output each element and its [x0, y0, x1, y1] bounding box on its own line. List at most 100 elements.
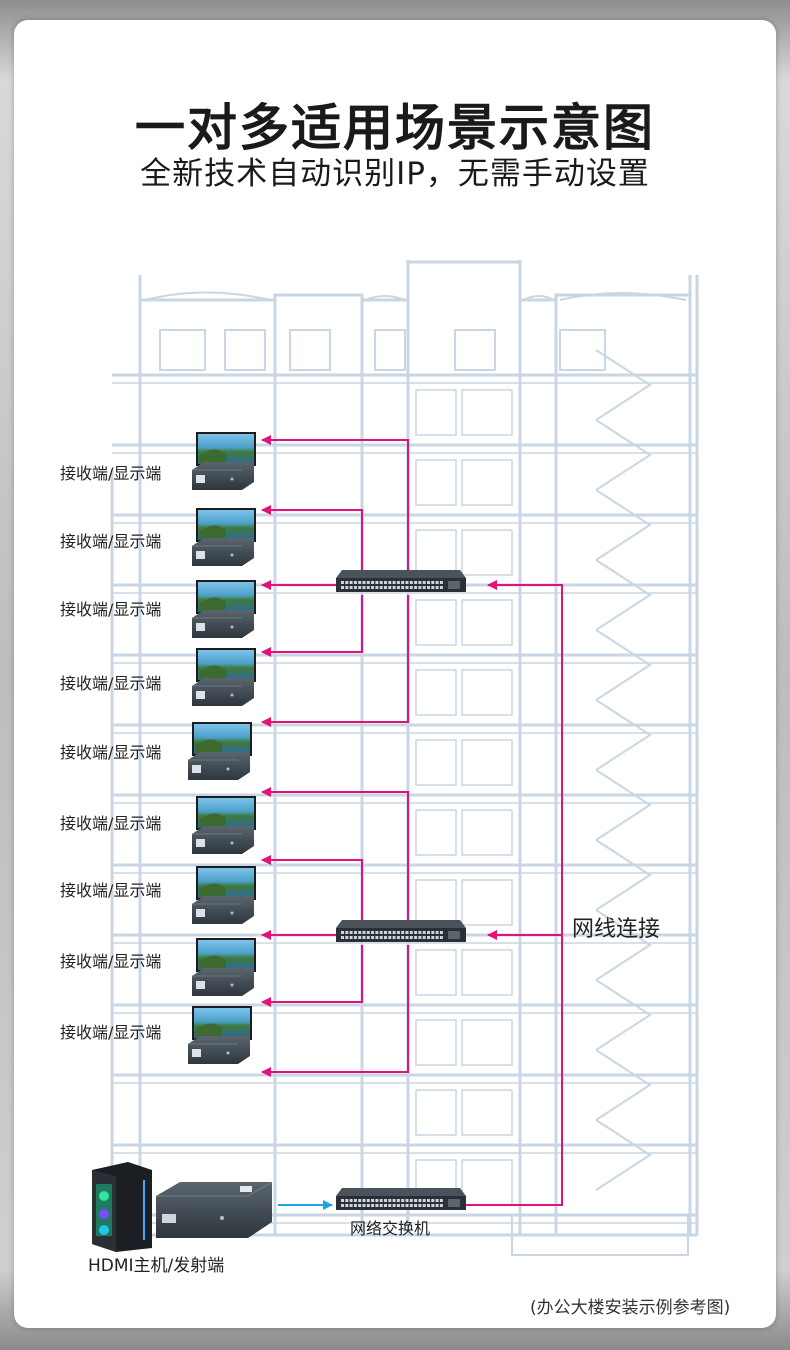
staircase-rail	[604, 914, 651, 946]
window	[374, 329, 406, 371]
extender-box-icon	[192, 826, 254, 854]
monitor-icon	[196, 432, 256, 466]
window	[461, 529, 513, 576]
staircase-rail	[604, 424, 651, 456]
receiver-label: 接收端/显示端	[60, 881, 161, 900]
extender-box-icon	[192, 968, 254, 996]
window	[461, 669, 513, 716]
window	[461, 599, 513, 646]
monitor-icon	[196, 580, 256, 614]
page-title: 一对多适用场景示意图	[135, 99, 655, 157]
transmitter-box-icon	[156, 1181, 273, 1238]
cable-to-receiver	[261, 595, 363, 657]
pc-tower-icon	[92, 1162, 152, 1252]
window	[559, 329, 606, 371]
receiver-label: 接收端/显示端	[60, 1023, 161, 1042]
window	[224, 329, 266, 371]
monitor-icon	[192, 1006, 252, 1040]
receiver-label: 接收端/显示端	[60, 532, 161, 551]
monitor-icon	[196, 508, 256, 542]
cable-to-receiver	[261, 945, 363, 1007]
window	[415, 949, 457, 996]
network-switch-icon	[336, 1188, 466, 1210]
building-entrance	[511, 1214, 689, 1256]
window	[461, 459, 513, 506]
window	[415, 1019, 457, 1066]
staircase-rail	[604, 634, 651, 666]
window	[461, 739, 513, 786]
monitor-icon	[192, 722, 252, 756]
staircase-rail	[604, 1054, 651, 1086]
diagram-labels: 接收端/显示端接收端/显示端接收端/显示端接收端/显示端接收端/显示端接收端/显…	[60, 464, 660, 1276]
window	[454, 329, 496, 371]
staircase	[595, 489, 652, 561]
staircase-rail	[604, 704, 651, 736]
window	[159, 329, 206, 371]
building-roof	[138, 260, 692, 302]
network-cables	[261, 435, 563, 1210]
monitor-icon	[196, 648, 256, 682]
network-connection-label: 网线连接	[572, 917, 660, 942]
cable-to-receiver	[261, 855, 363, 925]
receiver-label: 接收端/显示端	[60, 814, 161, 833]
window	[461, 879, 513, 926]
staircase	[595, 559, 652, 631]
receiver-label: 接收端/显示端	[60, 743, 161, 762]
window	[461, 949, 513, 996]
staircase-rail	[604, 564, 651, 596]
staircase-rail	[604, 774, 651, 806]
window	[415, 529, 457, 576]
roof-arches	[144, 291, 687, 301]
staircase-rail	[604, 494, 651, 526]
window	[461, 1159, 513, 1206]
network-switch-icon	[336, 570, 466, 592]
monitor-icon	[196, 866, 256, 900]
window	[415, 1089, 457, 1136]
cable-to-receiver	[261, 945, 409, 1077]
extender-box-icon	[192, 462, 254, 490]
cable-to-receiver	[261, 435, 409, 575]
receiver-label: 接收端/显示端	[60, 952, 161, 971]
staircase-rail	[604, 354, 651, 386]
switch-label: 网络交换机	[350, 1219, 430, 1238]
monitor-icon	[196, 938, 256, 972]
extender-box-icon	[188, 1036, 250, 1064]
cable-to-receiver	[261, 787, 409, 925]
cable-to-receiver	[261, 595, 409, 727]
window	[461, 1089, 513, 1136]
receiver-label: 接收端/显示端	[60, 600, 161, 619]
devices	[92, 432, 466, 1252]
window	[461, 1019, 513, 1066]
network-switch-icon	[336, 920, 466, 942]
page-subtitle: 全新技术自动识别IP，无需手动设置	[140, 156, 650, 192]
window	[415, 459, 457, 506]
staircase	[595, 769, 652, 841]
window	[415, 739, 457, 786]
transmitter-label: HDMI主机/发射端	[88, 1256, 224, 1276]
staircase	[595, 979, 652, 1051]
monitor-icon	[196, 796, 256, 830]
window	[415, 389, 457, 436]
staircase	[595, 419, 652, 491]
window	[415, 669, 457, 716]
window	[461, 809, 513, 856]
window	[461, 389, 513, 436]
staircase	[595, 629, 652, 701]
cable-to-receiver	[261, 505, 363, 575]
extender-box-icon	[192, 610, 254, 638]
window	[289, 329, 331, 371]
staircase-rail	[604, 844, 651, 876]
staircase	[595, 839, 652, 911]
receiver-label: 接收端/显示端	[60, 464, 161, 483]
staircase-rail	[604, 984, 651, 1016]
extender-box-icon	[192, 538, 254, 566]
extender-box-icon	[192, 896, 254, 924]
backbone-cable-top	[466, 580, 563, 1206]
extender-box-icon	[188, 752, 250, 780]
staircase	[595, 1049, 652, 1121]
window	[415, 809, 457, 856]
receiver-label: 接收端/显示端	[60, 674, 161, 693]
staircase-rail	[604, 1124, 651, 1156]
staircase	[595, 699, 652, 771]
